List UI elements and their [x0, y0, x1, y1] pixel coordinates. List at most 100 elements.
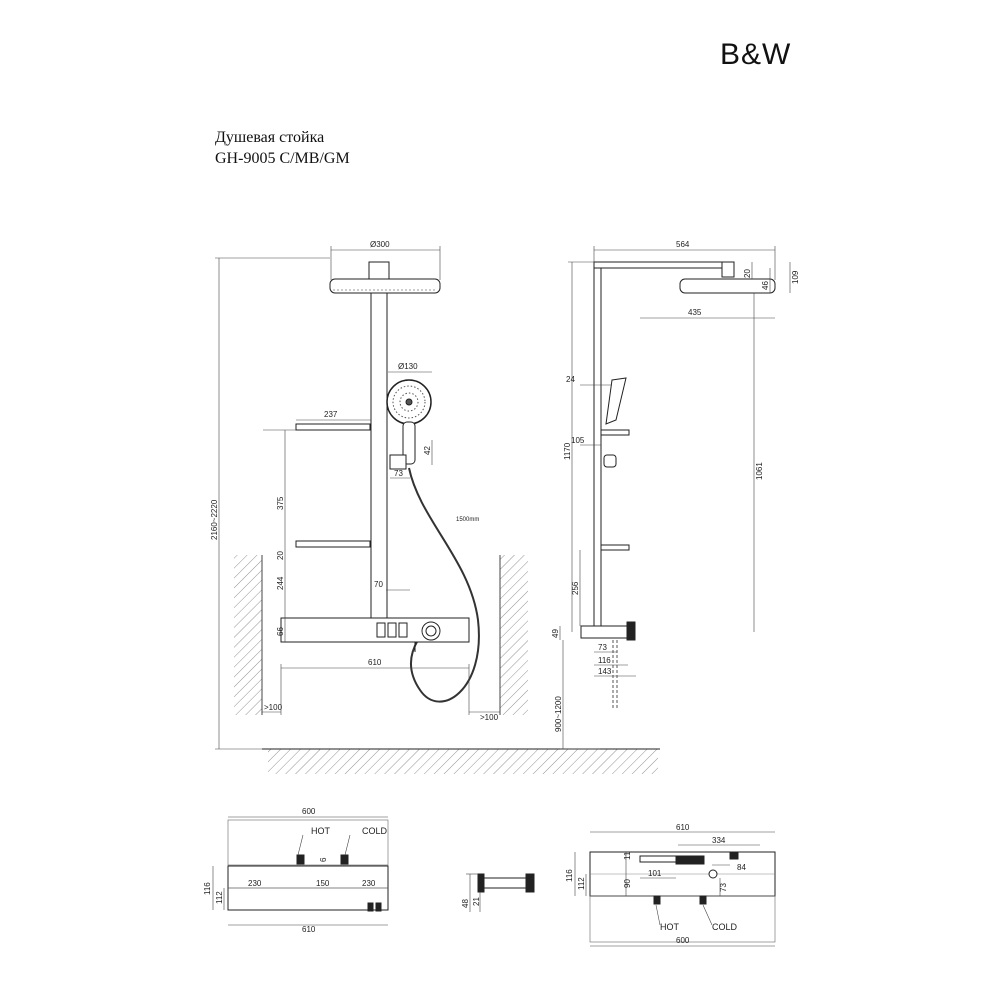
dim-hose-length: 1500mm — [456, 517, 479, 523]
dim-1061: 1061 — [755, 462, 764, 480]
dim-46: 46 — [761, 281, 770, 290]
dim-back-101: 101 — [648, 869, 662, 878]
dim-back-610: 610 — [676, 823, 690, 832]
side-arm — [593, 261, 735, 269]
side-view-labels: 564 435 20 46 109 24 1170 1061 105 256 4… — [551, 240, 800, 732]
dim-237: 237 — [324, 410, 338, 419]
dim-back-112: 112 — [577, 877, 586, 890]
title-product-type: Душевая стойка — [215, 129, 325, 146]
rain-shower-head — [329, 278, 441, 294]
dim-back-334: 334 — [712, 836, 726, 845]
temperature-knob — [421, 621, 441, 641]
top-view-wall-outline — [227, 819, 389, 866]
dim-109: 109 — [791, 270, 800, 284]
front-view — [215, 246, 660, 774]
dim-side-20: 20 — [743, 269, 752, 278]
detail-view-labels: 48 21 — [461, 897, 481, 908]
side-head-connector — [721, 261, 735, 278]
rain-head-connector — [368, 261, 390, 280]
shower-hose — [408, 467, 480, 703]
back-button-block — [675, 855, 705, 865]
detail-view — [466, 873, 535, 912]
front-view-labels: Ø300 Ø130 237 375 20 244 66 610 70 73 42… — [210, 240, 499, 722]
dim-back-73: 73 — [719, 883, 728, 892]
back-hot-inlet — [653, 895, 661, 905]
control-button-2 — [387, 622, 397, 638]
label-back-cold: COLD — [712, 922, 738, 932]
top-outlet-a — [367, 902, 374, 912]
title-model: GH-9005 C/MB/GM — [215, 150, 350, 167]
top-view-labels: 600 HOT COLD 6 230 150 230 116 112 610 — [203, 807, 388, 934]
side-knob — [626, 621, 636, 641]
dim-top-230-left: 230 — [248, 879, 262, 888]
detail-fitting-right — [525, 873, 535, 893]
dim-73: 73 — [394, 469, 403, 478]
dim-back-116: 116 — [565, 869, 574, 882]
wall-right-hatch — [500, 555, 528, 715]
dim-top-610: 610 — [302, 925, 316, 934]
back-cold-inlet — [699, 895, 707, 905]
dim-d130: Ø130 — [398, 362, 418, 371]
top-hot-inlet — [296, 854, 305, 865]
dim-back-84: 84 — [737, 863, 746, 872]
dim-375: 375 — [276, 496, 285, 510]
dim-top-6: 6 — [319, 857, 328, 862]
dim-244: 244 — [276, 576, 285, 590]
side-holder — [603, 454, 617, 468]
dim-top-150: 150 — [316, 879, 330, 888]
hand-shower-holder — [389, 454, 407, 470]
dim-435: 435 — [688, 308, 702, 317]
thermostat-shelf-box — [280, 617, 470, 643]
control-button-1 — [376, 622, 386, 638]
dim-back-90: 90 — [623, 879, 632, 888]
dim-gap-right: >100 — [480, 713, 499, 722]
dim-256: 256 — [571, 581, 580, 595]
side-view — [559, 246, 791, 750]
top-view — [212, 816, 389, 926]
dim-24: 24 — [566, 375, 575, 384]
back-view-labels: 610 334 116 112 11 90 101 84 73 HOT COLD… — [565, 823, 746, 945]
label-top-hot: HOT — [311, 826, 331, 836]
side-mixer — [580, 625, 632, 639]
floor-hatch — [268, 749, 658, 774]
dim-143: 143 — [598, 667, 612, 676]
dim-20: 20 — [276, 551, 285, 560]
dim-side-73: 73 — [598, 643, 607, 652]
wall-left-hatch — [234, 555, 262, 715]
back-outlet-panel — [639, 855, 677, 863]
dim-gap-left: >100 — [264, 703, 283, 712]
top-outlet-b — [375, 902, 382, 912]
back-knob — [708, 869, 718, 879]
dim-top-230-right: 230 — [362, 879, 376, 888]
detail-pipe — [483, 877, 527, 889]
dim-top-112: 112 — [215, 891, 224, 904]
dim-install-height: 900~1200 — [554, 696, 563, 732]
label-back-hot: HOT — [660, 922, 680, 932]
shower-column — [370, 292, 388, 620]
back-view — [574, 831, 776, 947]
dim-1170: 1170 — [563, 442, 572, 460]
lower-shelf — [295, 540, 371, 548]
control-button-3 — [398, 622, 408, 638]
label-top-cold: COLD — [362, 826, 388, 836]
dim-d300: Ø300 — [370, 240, 390, 249]
side-hand-shower — [605, 377, 627, 425]
back-top-fitting — [729, 851, 739, 860]
dim-610: 610 — [368, 658, 382, 667]
dim-back-11: 11 — [623, 851, 632, 860]
dim-total-height: 2160~2220 — [210, 499, 219, 540]
dim-top-600: 600 — [302, 807, 316, 816]
dim-105: 105 — [571, 436, 585, 445]
dim-top-116: 116 — [203, 882, 212, 895]
dim-70: 70 — [374, 580, 383, 589]
dim-back-600: 600 — [676, 936, 690, 945]
dim-detail-21: 21 — [472, 897, 481, 906]
dim-66: 66 — [276, 627, 285, 636]
hand-shower-handle — [402, 421, 416, 465]
dim-116: 116 — [598, 656, 611, 665]
page-title: Душевая стойка GH-9005 C/MB/GM — [215, 127, 350, 169]
side-lower-shelf — [600, 544, 630, 551]
top-cold-inlet — [340, 854, 349, 865]
dim-49: 49 — [551, 629, 560, 638]
